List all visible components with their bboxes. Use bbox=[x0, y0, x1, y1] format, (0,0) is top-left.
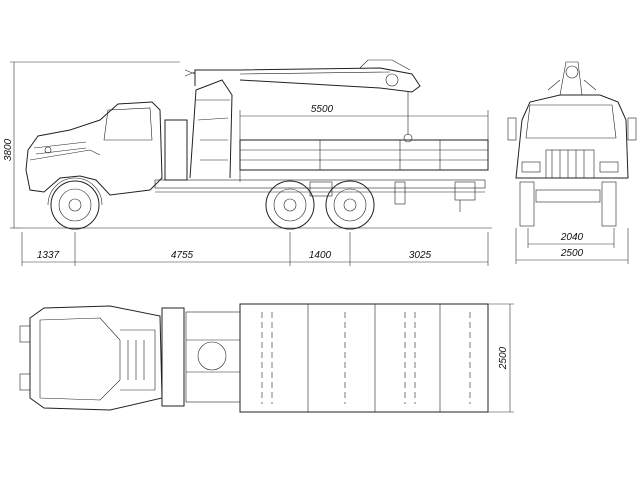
track-width-dimension: 2040 bbox=[560, 232, 584, 243]
overall-width-dimension: 2500 bbox=[560, 248, 584, 259]
front-overhang-dimension: 1337 bbox=[37, 250, 60, 261]
rear-axle-spacing-dimension: 1400 bbox=[309, 250, 332, 261]
rear-wheel-2 bbox=[325, 180, 375, 230]
side-view: 3800 5500 1337 4755 1400 3025 bbox=[3, 59, 492, 266]
rear-overhang-dimension: 3025 bbox=[409, 250, 432, 261]
crane bbox=[164, 59, 421, 181]
front-view: 2040 2500 bbox=[507, 61, 637, 264]
rear-wheel-1 bbox=[265, 180, 315, 230]
front-wheel bbox=[47, 177, 103, 230]
height-dimension: 3800 bbox=[3, 138, 14, 161]
top-view: 2500 bbox=[19, 303, 514, 413]
cab-outline bbox=[25, 101, 163, 196]
body-width-top-dimension: 2500 bbox=[498, 346, 509, 370]
cargo-bed-top bbox=[239, 303, 489, 413]
wheelbase-dimension: 4755 bbox=[171, 250, 194, 261]
cargo-platform bbox=[239, 139, 489, 182]
cargo-length-dimension: 5500 bbox=[311, 104, 334, 115]
